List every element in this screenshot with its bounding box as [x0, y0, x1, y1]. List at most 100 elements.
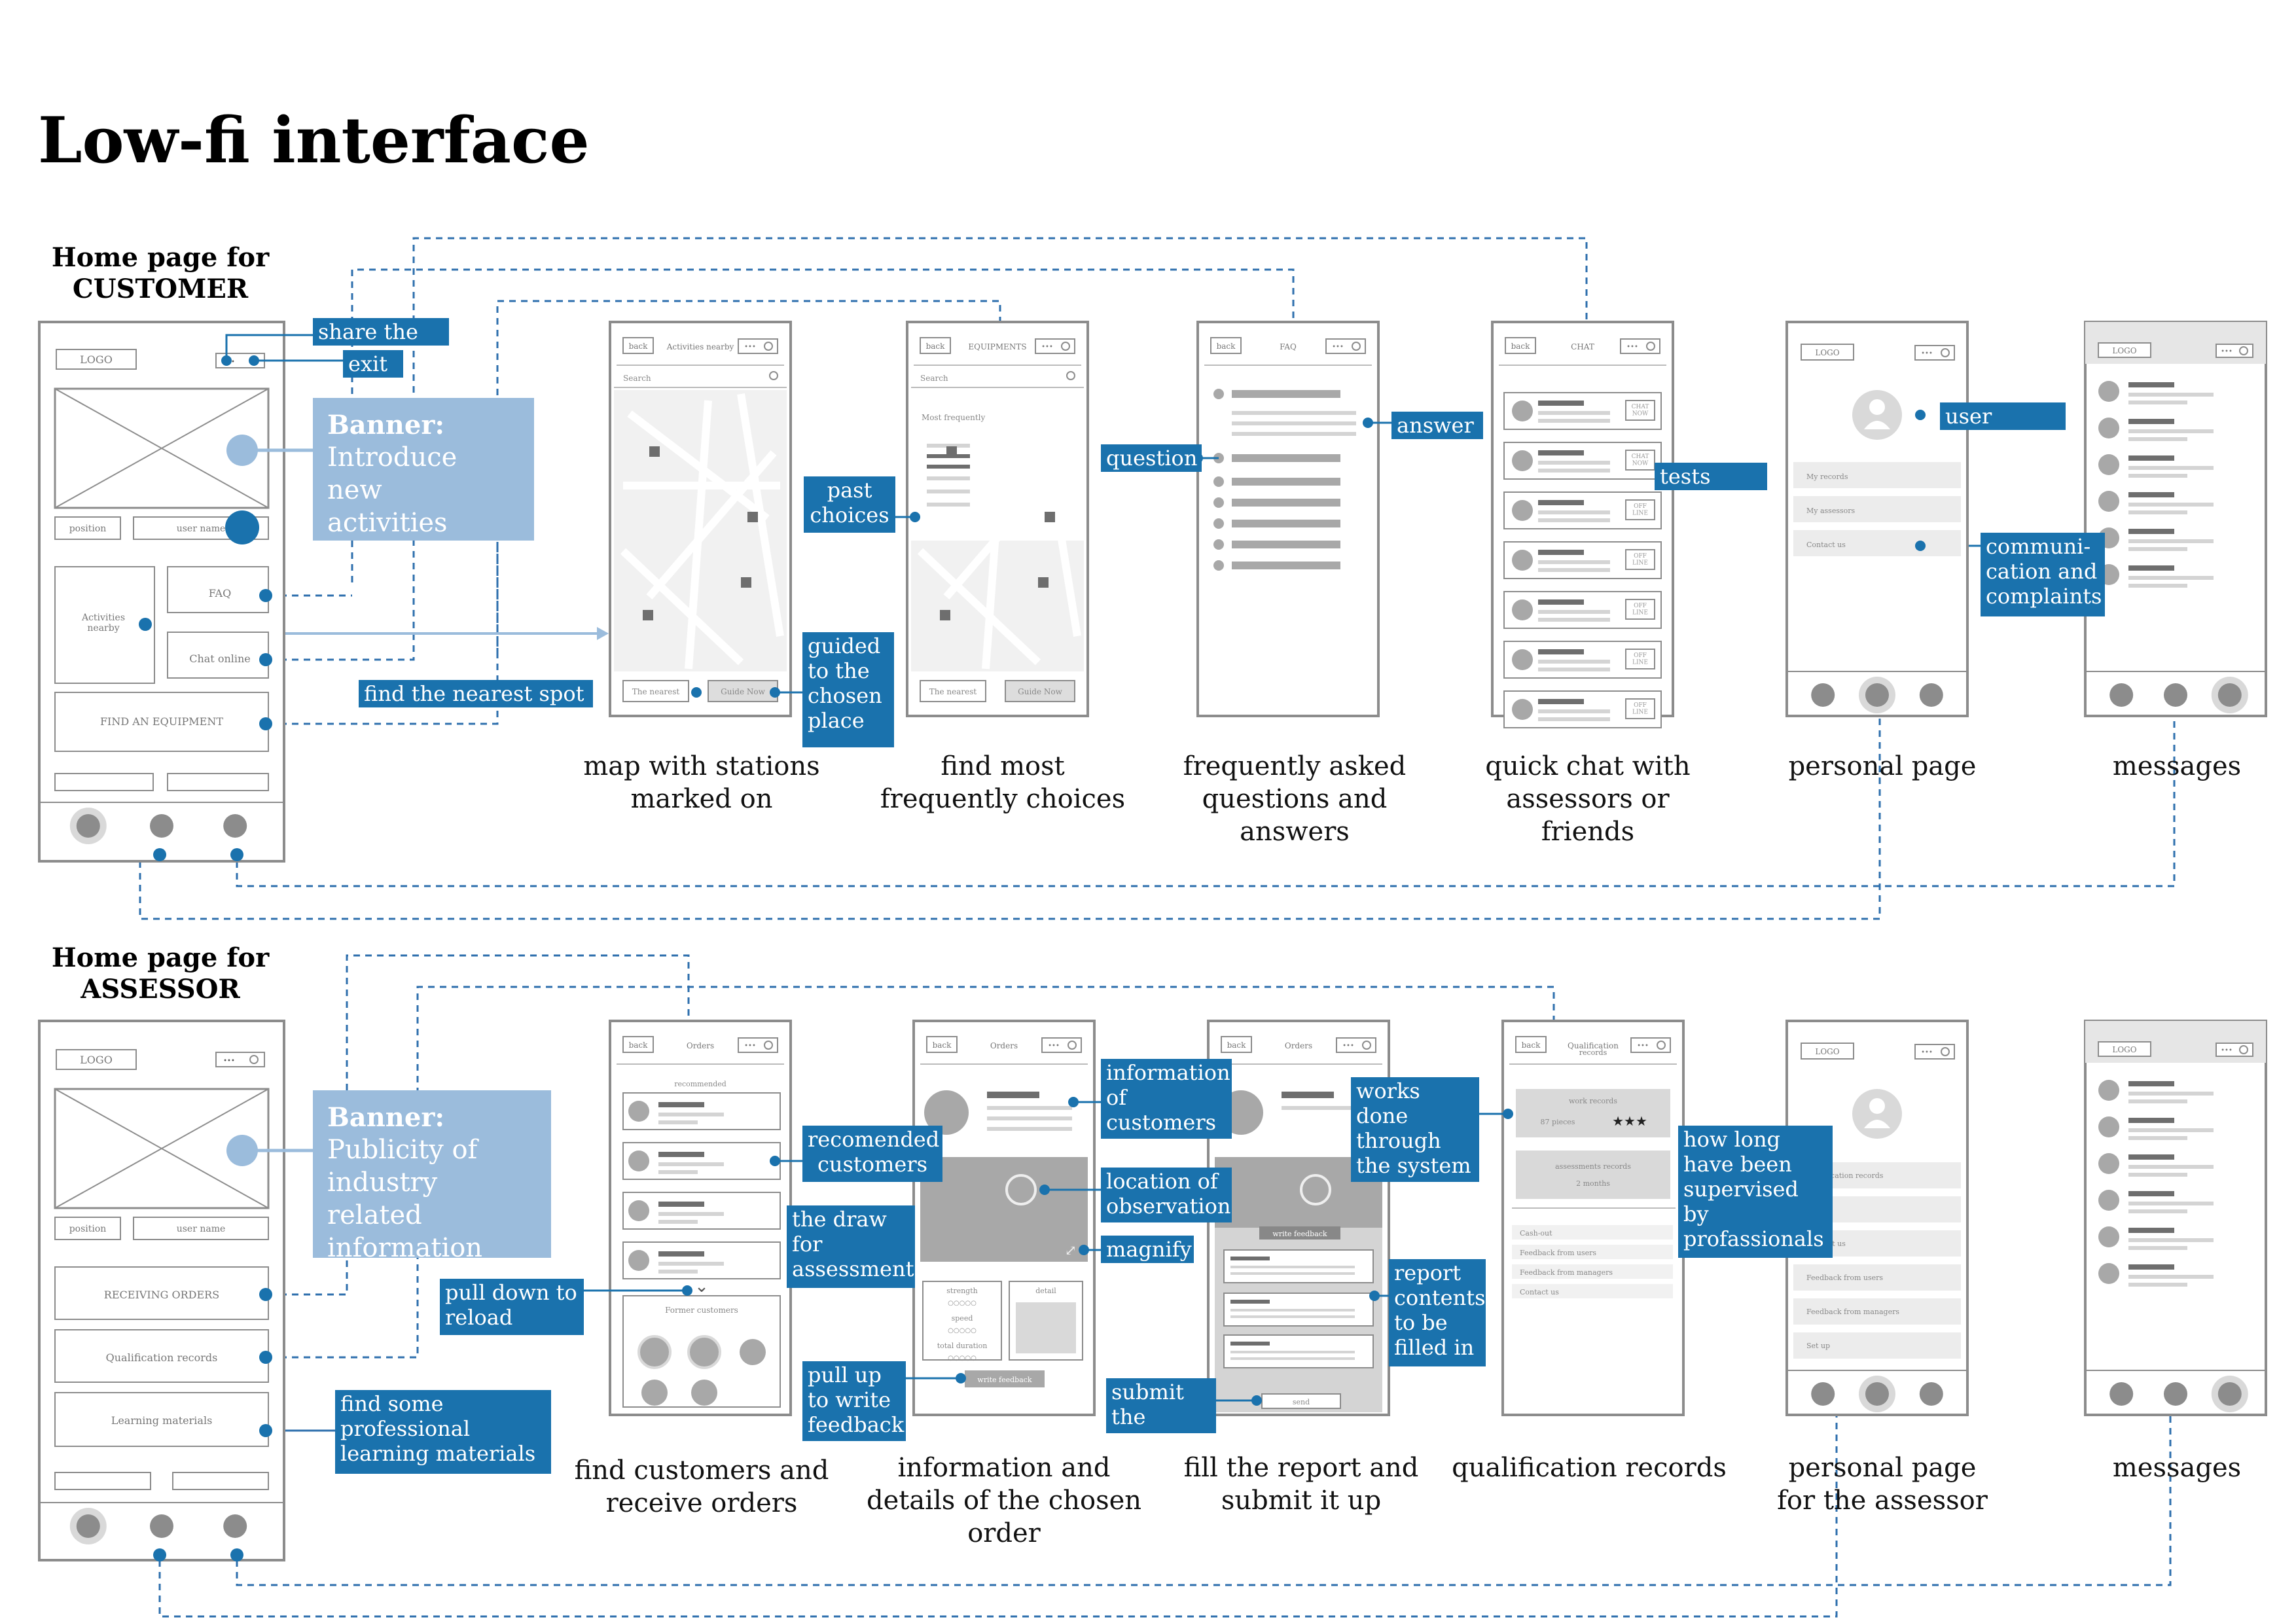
- chevron-down-icon: ⌄: [694, 1277, 709, 1296]
- wire-text-line: My records: [1806, 473, 1848, 481]
- home-icon: [1811, 683, 1835, 707]
- list-sub-bar: [2128, 1128, 2214, 1132]
- wire-text-line: write feedback: [977, 1376, 1032, 1384]
- user-icon: [2164, 683, 2187, 707]
- equipment-text: FIND AN EQUIPMENT: [100, 715, 223, 728]
- wire-text-line: Feedback from managers: [1806, 1308, 1899, 1316]
- list-avatar: [2098, 418, 2119, 438]
- customer-heading: Home page for CUSTOMER: [51, 242, 270, 304]
- connector-dot: [259, 1351, 272, 1364]
- more-icon: •••: [223, 1058, 235, 1065]
- wire-text-line: write feedback: [1272, 1230, 1327, 1238]
- link-to-orders: [268, 954, 690, 1296]
- wire-text-line: LOGO: [2112, 1045, 2136, 1054]
- chat-msg-bar: [1538, 518, 1610, 522]
- connector-dot: [259, 717, 272, 730]
- wire-text-line: •••: [744, 344, 756, 351]
- wire-text-line: OFF: [1634, 652, 1647, 659]
- wire-text-line: work records: [1569, 1097, 1617, 1105]
- list-title-bar: [2128, 565, 2174, 571]
- wire-text-line: LOGO: [2112, 346, 2136, 355]
- wire-text-line: ⌄: [694, 1277, 709, 1296]
- wire-text-line: FAQ: [1280, 342, 1297, 351]
- list-sub-bar: [2128, 1099, 2187, 1103]
- field-line: [1230, 1266, 1355, 1268]
- user-icon: [1865, 1382, 1889, 1406]
- station-marker: [649, 446, 660, 457]
- list-title-bar: [2128, 1154, 2174, 1160]
- list-bar: [927, 490, 970, 493]
- wire-text-line: back: [1217, 342, 1236, 351]
- wire-text-line: •••: [1332, 344, 1344, 351]
- connector-dot: [230, 1548, 243, 1561]
- caption-map: map with stations marked on: [583, 751, 820, 814]
- menu-row: [1793, 496, 1961, 522]
- list-sub-bar: [2128, 1283, 2187, 1287]
- station-marker: [1045, 512, 1055, 522]
- target-icon: [764, 342, 773, 351]
- list-avatar: [2098, 1116, 2119, 1137]
- wire-text-line: ⤢: [1065, 1243, 1077, 1259]
- callout-answer: answer: [1391, 412, 1483, 439]
- qual-menu-row: [1512, 1245, 1673, 1259]
- menu-text: Feedback from users: [1806, 1274, 1883, 1282]
- avatar-head: [1869, 1098, 1885, 1114]
- phone-frame: [2084, 1020, 2267, 1416]
- back-label: back: [629, 342, 649, 351]
- conn-share: [225, 334, 313, 361]
- assess-records-card: [1516, 1150, 1670, 1199]
- banner-body: Publicity of industry related informatio…: [327, 1135, 483, 1263]
- user-icon: [150, 1514, 173, 1538]
- mail-icon: [1919, 683, 1943, 707]
- assess-label: assessments records: [1555, 1162, 1631, 1171]
- callout-recommended: recomended customers: [802, 1126, 942, 1182]
- list-sub-bar: [658, 1262, 724, 1266]
- faq-answer-bar: [1232, 421, 1356, 425]
- menu-text: My records: [1806, 473, 1848, 481]
- field-line: [1230, 1357, 1355, 1360]
- link-to-assessor-messages: [236, 1397, 2172, 1586]
- stats-box: [922, 1281, 1002, 1361]
- phone-frame: [1196, 321, 1380, 717]
- list-avatar: [628, 1200, 649, 1221]
- list-title-bar: [658, 1251, 704, 1257]
- wire-text-line: •••: [2221, 1047, 2233, 1054]
- chat-avatar: [1512, 649, 1533, 670]
- tile-stub: [54, 773, 154, 791]
- more-icon: •••: [1921, 1049, 1933, 1056]
- logo-text: LOGO: [2112, 346, 2136, 355]
- more-icon: •••: [2221, 348, 2233, 355]
- list-avatar: [628, 1101, 649, 1122]
- list-title-bar: [2128, 492, 2174, 497]
- chat-msg-bar: [1538, 668, 1610, 671]
- home-icon: [2109, 1382, 2134, 1406]
- map-road: [737, 393, 784, 637]
- chat-msg-bar: [1538, 411, 1610, 415]
- station-marker: [741, 577, 751, 588]
- wire-text-line: RECEIVING ORDERS: [104, 1289, 219, 1301]
- user-icon: [1865, 683, 1889, 707]
- target-icon: [1061, 342, 1070, 351]
- activities-tile: [54, 566, 155, 684]
- faq-question-bar: [1232, 390, 1340, 398]
- connector-dot: [225, 510, 259, 544]
- caption-personal: personal page: [1788, 751, 1977, 781]
- list-avatar: [628, 1250, 649, 1271]
- list-sub-bar: [2128, 1275, 2214, 1279]
- more-icon: •••: [1342, 1043, 1354, 1050]
- wire-text-line: user name: [177, 524, 226, 534]
- learning-tile: [54, 1392, 269, 1447]
- wire-text-line: back: [1522, 1041, 1541, 1050]
- section-label: Most frequently: [922, 413, 985, 422]
- detail-bar: [1282, 1106, 1367, 1110]
- list-sub-bar: [2128, 576, 2214, 580]
- assessor-messages-screen: [2084, 1020, 2267, 1416]
- more-icon: •••: [1921, 350, 1933, 357]
- chat-msg-bar: [1538, 660, 1610, 664]
- callout-learning: find some professional learning material…: [335, 1390, 551, 1474]
- more-icon: •••: [1041, 344, 1053, 351]
- list-sub-bar: [2128, 503, 2214, 507]
